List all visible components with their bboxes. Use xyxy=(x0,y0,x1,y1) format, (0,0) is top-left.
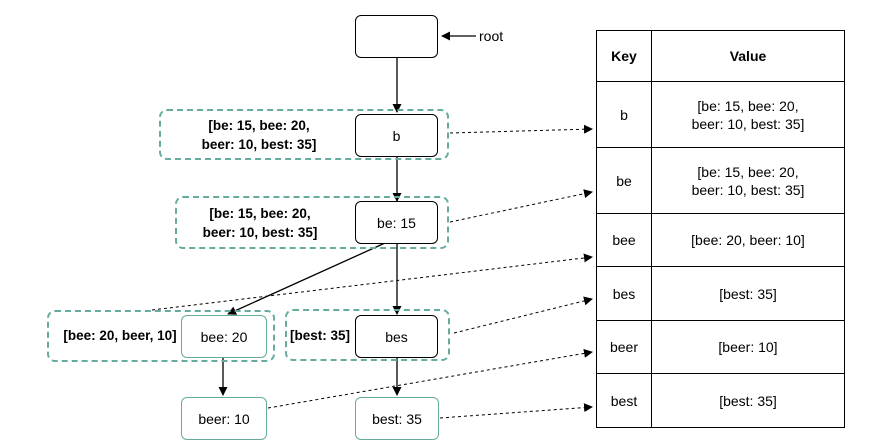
table-header-key: Key xyxy=(596,30,652,82)
table-row: beer [beer: 10] xyxy=(596,320,845,374)
table-cell-value: [be: 15, bee: 20, beer: 10, best: 35] xyxy=(651,147,845,214)
cache-text-b: [be: 15, bee: 20, beer: 10, best: 35] xyxy=(187,116,331,154)
table-cell-value-line2: beer: 10, best: 35] xyxy=(691,115,805,132)
table-row: best [best: 35] xyxy=(596,373,845,428)
table-cell-key: beer xyxy=(596,320,652,374)
cache-box-bes xyxy=(285,309,450,361)
key-value-table: Key Value b [be: 15, bee: 20, beer: 10, … xyxy=(596,30,845,428)
table-row: bee [bee: 20, beer: 10] xyxy=(596,213,845,267)
table-cell-value: [bee: 20, beer: 10] xyxy=(651,213,845,267)
map-arrow-b xyxy=(449,124,593,134)
cache-box-b xyxy=(159,109,449,160)
table-cell-value-line1: [be: 15, bee: 20, xyxy=(697,97,799,114)
trie-node-root xyxy=(355,15,438,58)
trie-node-bee: bee: 20 xyxy=(181,315,267,358)
edge-be-bee xyxy=(227,242,386,315)
table-row: bes [best: 35] xyxy=(596,266,845,321)
map-arrow-bee xyxy=(151,253,593,311)
root-label: root xyxy=(479,28,504,44)
map-arrow-be xyxy=(449,189,593,223)
table-header-row: Key Value xyxy=(596,30,845,82)
cache-text-be-line2: beer: 10, best: 35] xyxy=(202,225,318,240)
table-header-value: Value xyxy=(651,30,845,82)
table-cell-value-line1: [be: 15, bee: 20, xyxy=(697,163,799,180)
table-cell-value: [best: 35] xyxy=(651,373,845,428)
cache-box-bee xyxy=(47,310,275,362)
cache-text-be: [be: 15, bee: 20, beer: 10, best: 35] xyxy=(188,204,332,242)
table-row: b [be: 15, bee: 20, beer: 10, best: 35] xyxy=(596,81,845,148)
table-cell-key: bee xyxy=(596,213,652,267)
map-arrow-beer xyxy=(267,348,593,409)
table-cell-key: bes xyxy=(596,266,652,321)
trie-node-b: b xyxy=(355,114,438,157)
cache-text-bes: [best: 35] xyxy=(289,328,350,343)
table-cell-key: be xyxy=(596,147,652,214)
trie-node-bes: bes xyxy=(355,315,438,358)
cache-box-be xyxy=(175,196,449,249)
table-cell-key: best xyxy=(596,373,652,428)
map-arrow-best xyxy=(439,403,593,419)
table-cell-value: [be: 15, bee: 20, beer: 10, best: 35] xyxy=(651,81,845,148)
trie-node-be: be: 15 xyxy=(355,201,438,244)
table-cell-value: [best: 35] xyxy=(651,266,845,321)
cache-text-b-line2: beer: 10, best: 35] xyxy=(201,137,317,152)
cache-text-bee: [bee: 20, beer, 10] xyxy=(63,328,177,343)
trie-node-best: best: 35 xyxy=(355,397,439,440)
table-cell-value: [beer: 10] xyxy=(651,320,845,374)
table-row: be [be: 15, bee: 20, beer: 10, best: 35] xyxy=(596,147,845,214)
trie-node-beer: beer: 10 xyxy=(181,397,267,440)
map-arrow-bes xyxy=(453,296,593,334)
table-cell-key: b xyxy=(596,81,652,148)
cache-text-be-line1: [be: 15, bee: 20, xyxy=(209,206,311,221)
table-cell-value-line2: beer: 10, best: 35] xyxy=(691,181,805,198)
cache-text-b-line1: [be: 15, bee: 20, xyxy=(208,118,310,133)
